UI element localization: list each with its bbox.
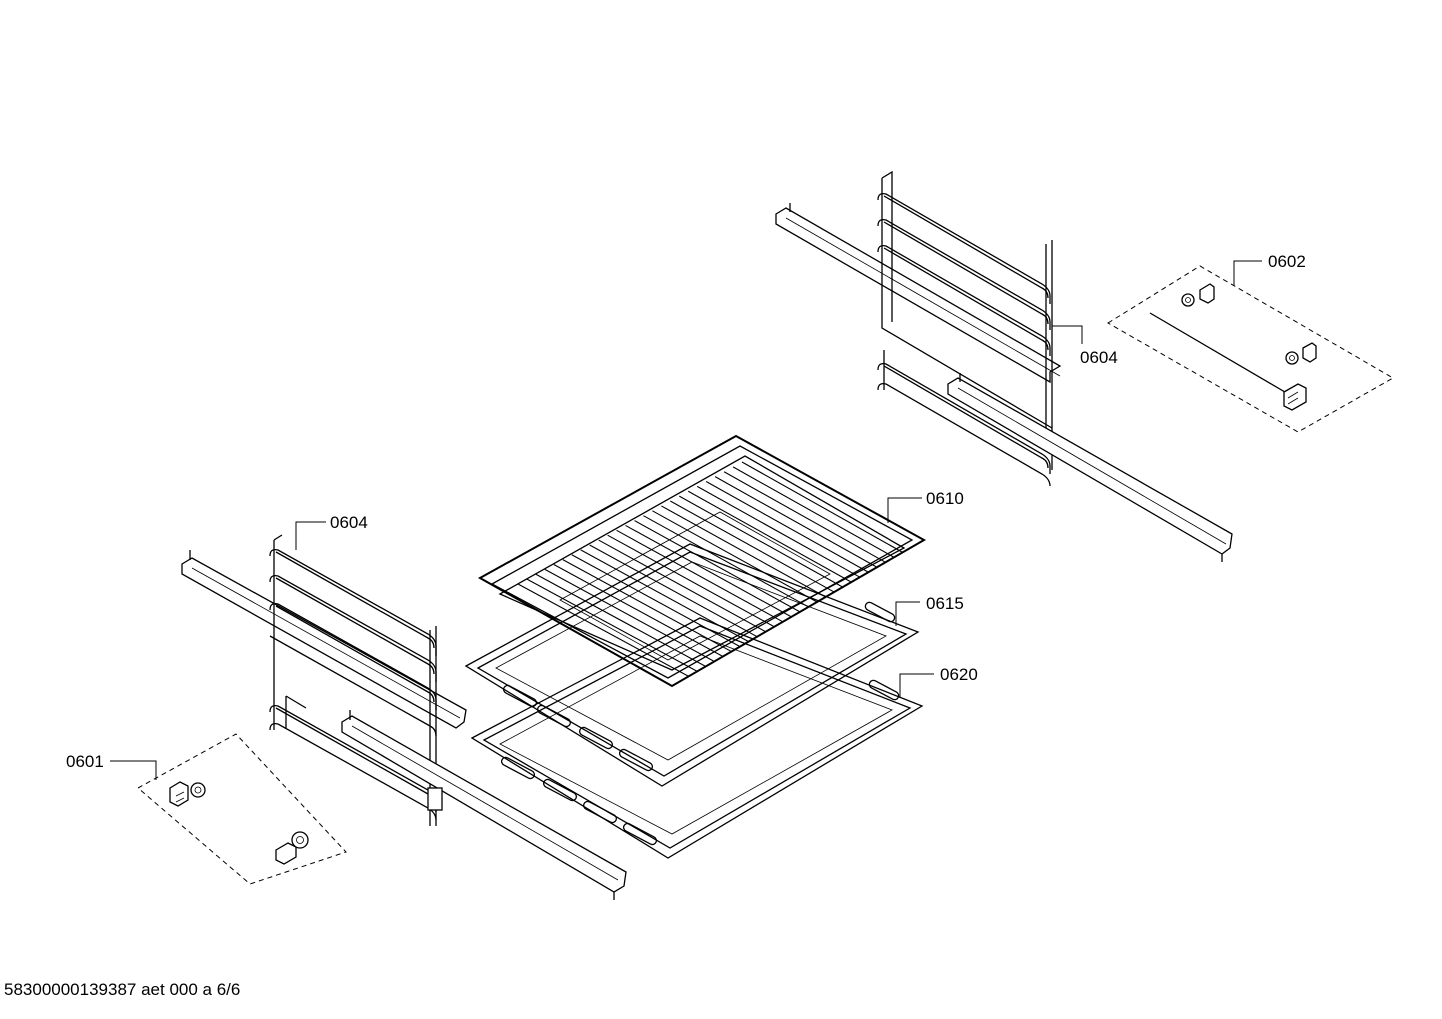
shelf-wire [616, 529, 783, 622]
shelf-wire [544, 568, 714, 662]
shelf-wire [723, 471, 886, 563]
shelf-wire [661, 505, 826, 598]
shelf-wire [571, 554, 740, 647]
part-0602-clip-kit [1107, 265, 1395, 433]
shelf-wire [687, 490, 851, 583]
shelf-wire [625, 524, 791, 617]
part-0604-side-rack-left [181, 534, 627, 900]
drawing-number-footer: 58300000139387 aet 000 a 6/6 [4, 980, 241, 999]
label-0604-left: 0604 [330, 513, 368, 532]
shelf-wire [634, 520, 800, 613]
part-0615-baking-tray [464, 543, 920, 787]
shelf-wire [732, 466, 894, 558]
part-0601-clip-kit [137, 733, 347, 885]
shelf-wire [553, 563, 723, 657]
label-0620: 0620 [940, 665, 978, 684]
shelf-wire [679, 495, 843, 588]
shelf-wire [535, 573, 706, 667]
shelf-wire [607, 534, 774, 627]
shelf-wire [652, 510, 817, 603]
shelf-wire [696, 485, 860, 578]
shelf-wire [517, 583, 689, 677]
shelf-wire [589, 544, 757, 637]
shelf-wire [562, 559, 732, 652]
shelf-wire [714, 476, 877, 568]
shelf-wire [670, 500, 834, 593]
part-0620-deep-pan [470, 617, 924, 859]
label-0604-right: 0604 [1080, 348, 1118, 367]
shelf-wire [526, 578, 697, 672]
label-0615: 0615 [926, 594, 964, 613]
shelf-wire [705, 481, 869, 573]
label-0601: 0601 [66, 752, 104, 771]
shelf-wire [741, 461, 903, 553]
label-0602: 0602 [1268, 252, 1306, 271]
label-0610: 0610 [926, 489, 964, 508]
part-0604-side-rack-right [775, 170, 1233, 562]
part-0610-wire-shelf [477, 434, 927, 688]
shelf-wire [643, 515, 809, 608]
shelf-wire [598, 539, 766, 632]
